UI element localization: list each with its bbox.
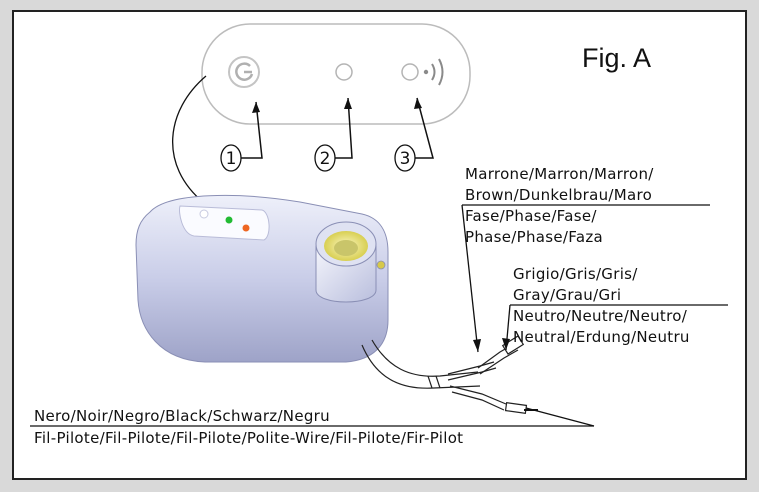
black-wire-label: Nero/Noir/Negro/Black/Schwarz/Negru Fil-… <box>34 407 463 447</box>
svg-text:Neutral/Erdung/Neutru: Neutral/Erdung/Neutru <box>513 328 690 346</box>
svg-text:Nero/Noir/Negro/Black/Schwarz/: Nero/Noir/Negro/Black/Schwarz/Negru <box>34 407 330 425</box>
zoom-connector <box>172 75 207 204</box>
cable <box>361 335 538 415</box>
callout-1: 1 <box>220 144 242 172</box>
svg-text:Gray/Grau/Gri: Gray/Grau/Gri <box>513 286 621 304</box>
thermostat-device <box>135 194 389 363</box>
wifi-signal-icon <box>401 58 444 86</box>
svg-text:Fil-Pilote/Fil-Pilote/Fil-Pilo: Fil-Pilote/Fil-Pilote/Fil-Pilote/Polite-… <box>34 429 463 447</box>
gray-wire-label: Grigio/Gris/Gris/ Gray/Grau/Gri Neutro/N… <box>513 265 690 346</box>
svg-text:Brown/Dunkelbrau/Maro: Brown/Dunkelbrau/Maro <box>465 186 652 204</box>
svg-text:Phase/Phase/Faza: Phase/Phase/Faza <box>465 228 603 246</box>
power-icon <box>228 56 260 88</box>
callout-2: 2 <box>314 144 336 172</box>
brown-wire-label: Marrone/Marron/Marron/ Brown/Dunkelbrau/… <box>465 165 654 246</box>
control-panel <box>201 23 471 125</box>
svg-text:1: 1 <box>226 149 237 169</box>
callout-3: 3 <box>394 144 416 172</box>
led-green-icon <box>225 216 233 224</box>
status-led-icon <box>335 63 353 81</box>
led-orange-icon <box>242 224 250 232</box>
svg-text:2: 2 <box>320 149 331 169</box>
svg-text:Neutro/Neutre/Neutro/: Neutro/Neutre/Neutro/ <box>513 307 688 325</box>
svg-text:Fase/Phase/Fase/: Fase/Phase/Fase/ <box>465 207 597 225</box>
callout-leaders <box>240 97 434 159</box>
svg-text:Grigio/Gris/Gris/: Grigio/Gris/Gris/ <box>513 265 638 283</box>
svg-text:3: 3 <box>400 149 411 169</box>
socket-icon <box>315 221 386 303</box>
wire-leaders <box>30 204 728 427</box>
svg-text:Marrone/Marron/Marron/: Marrone/Marron/Marron/ <box>465 165 654 183</box>
figure-label: Fig. A <box>582 43 651 73</box>
